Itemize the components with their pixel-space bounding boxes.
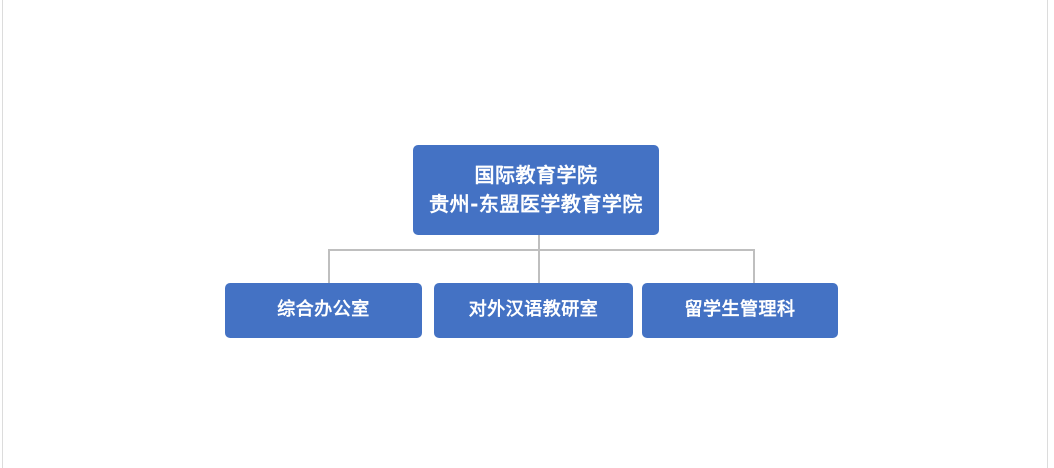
page-border-right	[1047, 0, 1048, 468]
connector-root-stem	[538, 235, 540, 283]
org-node-child-3-label: 留学生管理科	[684, 299, 796, 321]
org-node-child-3[interactable]: 留学生管理科	[642, 283, 838, 338]
org-node-child-2[interactable]: 对外汉语教研室	[434, 283, 633, 338]
org-node-child-2-label: 对外汉语教研室	[468, 299, 599, 321]
org-node-root-line-2: 贵州-东盟医学教育学院	[429, 192, 643, 216]
org-node-child-1-label: 综合办公室	[277, 299, 370, 321]
page-border-left	[2, 0, 3, 468]
org-node-root[interactable]: 国际教育学院 贵州-东盟医学教育学院	[413, 145, 659, 235]
connector-horizontal-bus	[328, 249, 755, 251]
connector-drop-child-3	[753, 249, 755, 283]
org-node-root-line-1: 国际教育学院	[474, 163, 598, 187]
connector-drop-child-1	[328, 249, 330, 283]
org-node-child-1[interactable]: 综合办公室	[225, 283, 422, 338]
